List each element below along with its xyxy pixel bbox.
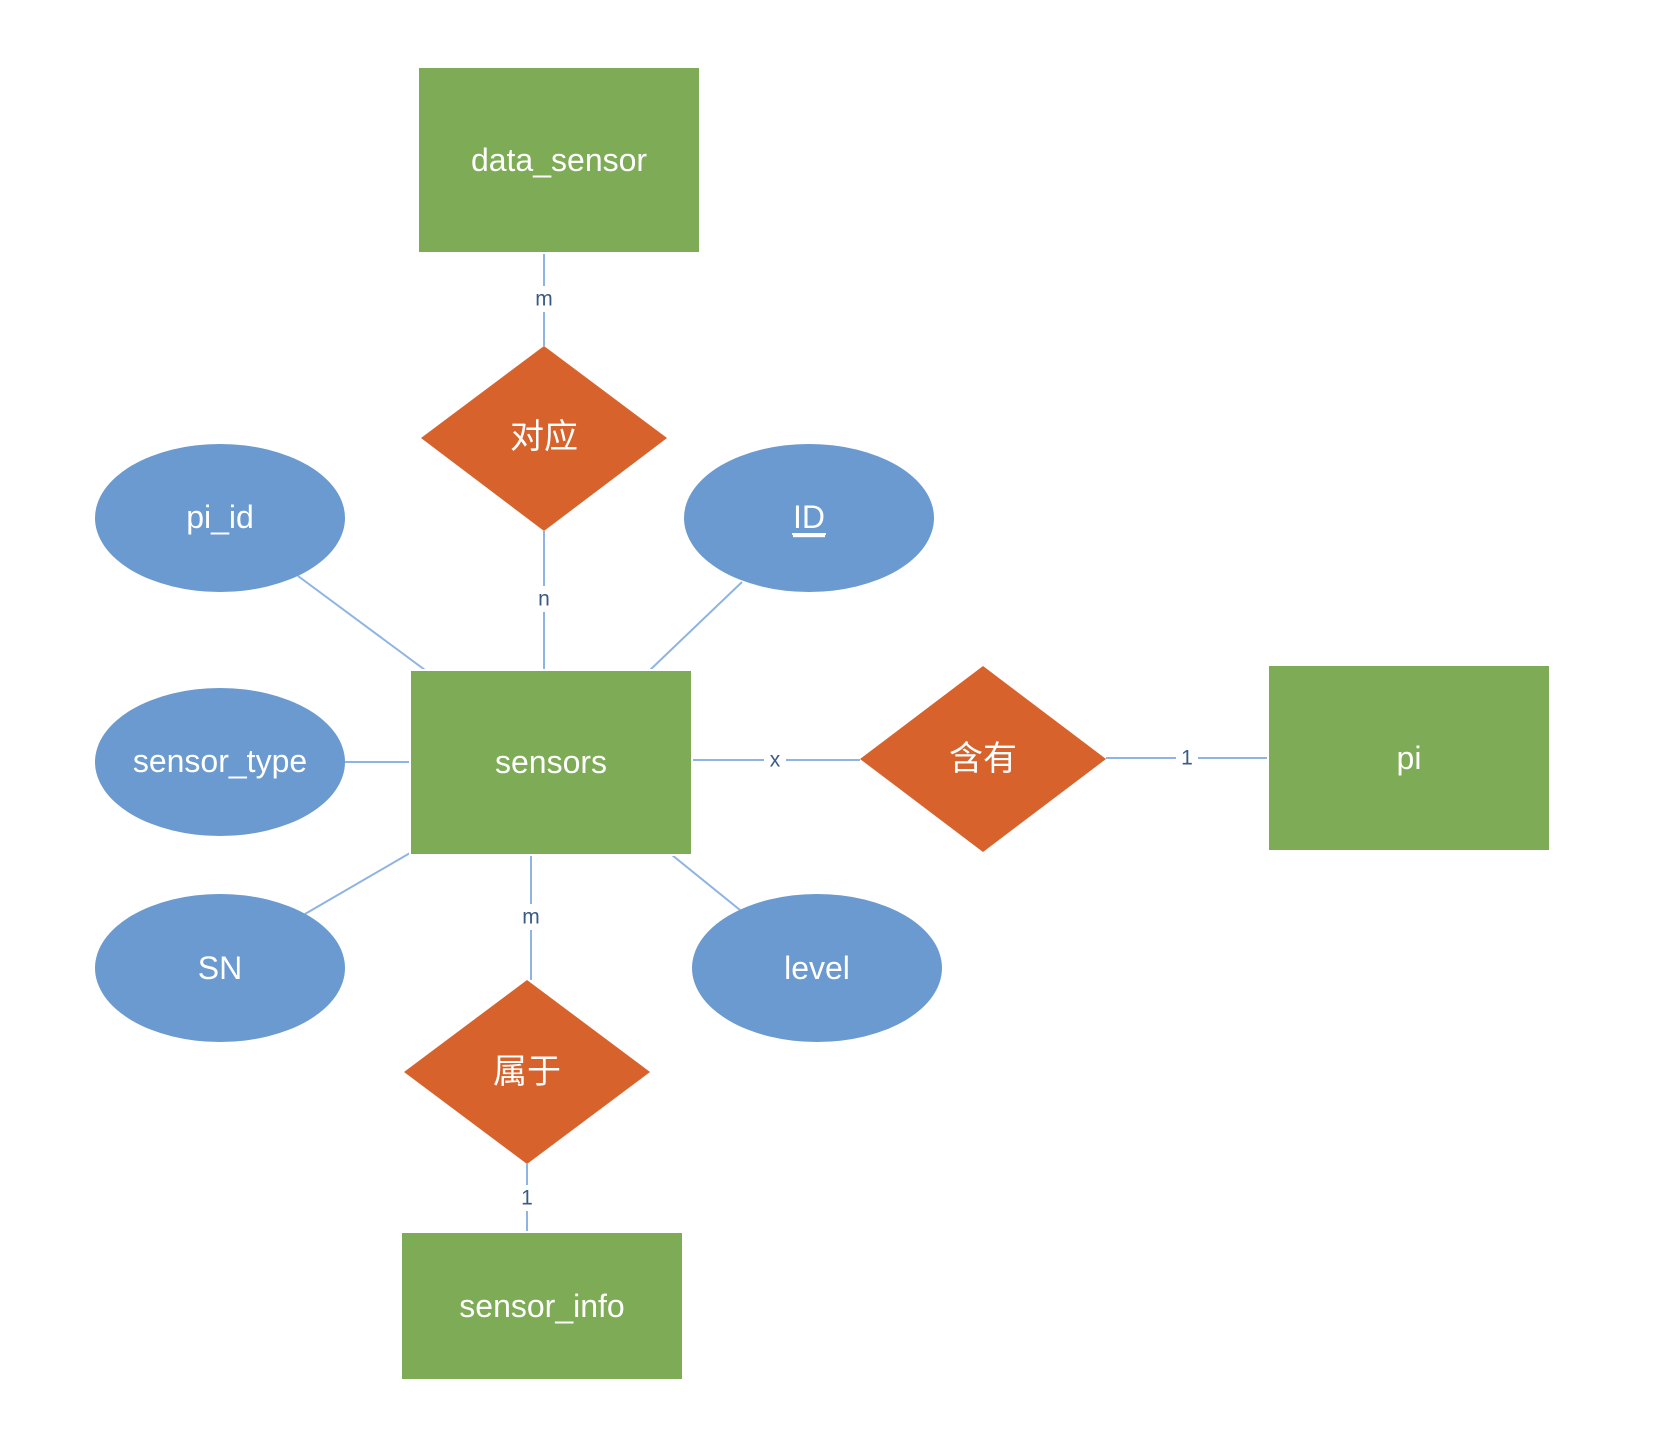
attribute-label-primary-key: ID [793,499,825,535]
relationship-label: 对应 [510,417,578,457]
cardinality-label: m [522,906,540,929]
entity-pi[interactable]: pi [1267,664,1551,852]
entity-label: sensor_info [459,1288,624,1324]
relationship-label: 含有 [949,739,1017,779]
relationship-label: 属于 [493,1052,561,1092]
cardinality-label: x [770,749,781,772]
attribute-sensor_type[interactable]: sensor_type [95,688,345,836]
cardinality-sensor_info: 1 [516,1185,538,1211]
entity-data_sensor[interactable]: data_sensor [417,66,701,254]
cardinality-label: m [535,288,553,311]
cardinality-label: n [538,588,550,611]
relationship-contain[interactable]: 含有 [860,666,1106,852]
cardinality-sensors-belong: m [517,904,545,930]
attribute-label: pi_id [186,499,254,535]
connector-id-sensors [649,581,743,671]
attribute-pi_id[interactable]: pi_id [95,444,345,592]
cardinality-pi: 1 [1176,745,1198,771]
cardinality-sensors-contain: x [764,747,786,773]
entity-sensor_info[interactable]: sensor_info [400,1231,684,1381]
connector-sn-sensors [304,852,411,915]
entity-label: data_sensor [471,142,647,178]
attribute-sn[interactable]: SN [95,894,345,1042]
cardinality-sensors-correspond: n [530,586,558,612]
cardinality-label: 1 [1181,747,1193,770]
attribute-label: sensor_type [133,743,307,779]
cardinality-labels: m n x 1 m 1 [516,286,1198,1211]
attribute-label: SN [198,950,242,986]
entity-sensors[interactable]: sensors [409,669,693,856]
connector-level-sensors [671,854,741,911]
relationship-belong[interactable]: 属于 [404,980,650,1164]
relationship-correspond[interactable]: 对应 [421,346,667,531]
cardinality-label: 1 [521,1187,533,1210]
connector-pi_id-sensors [297,575,426,671]
entity-label: pi [1397,740,1422,776]
attribute-level[interactable]: level [692,894,942,1042]
cardinality-data_sensor: m [530,286,558,312]
attribute-label: level [784,950,850,986]
attribute-id[interactable]: ID [684,444,934,592]
entity-label: sensors [495,744,607,780]
